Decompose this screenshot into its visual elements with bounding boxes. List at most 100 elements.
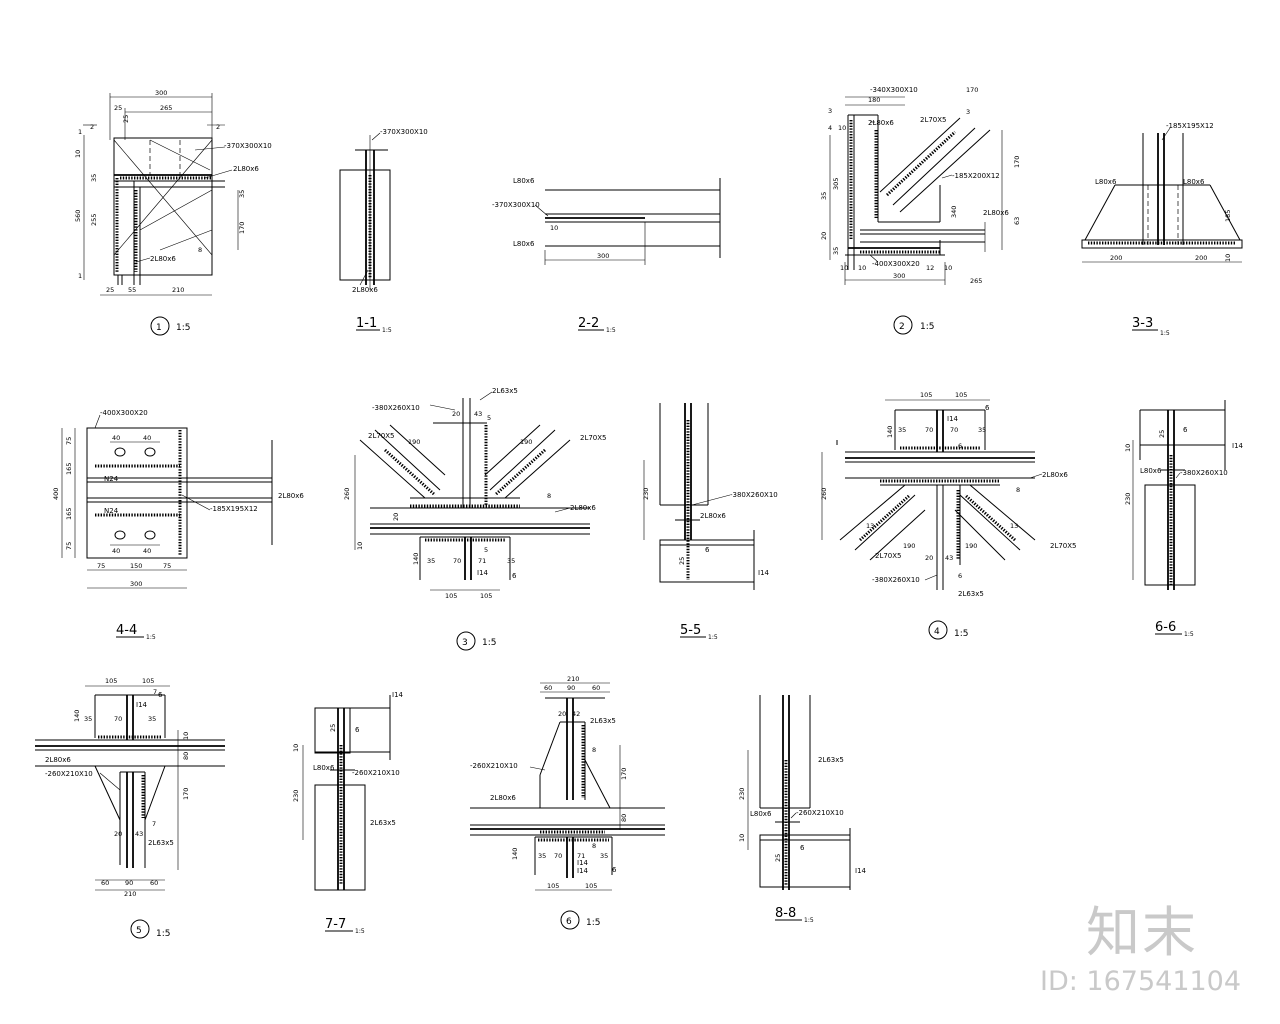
caption-scale: 1:5 [355,928,365,935]
member-label: 6 [612,866,617,874]
dim: 190 [520,438,532,446]
member-label: 2L63x5 [492,387,518,395]
caption-scale: 1:5 [482,638,496,648]
caption-detail-5: 5 1:5 [130,919,170,939]
caption-number: 3-3 [1132,316,1153,331]
dim: 43 [474,410,482,418]
dim: 10 [944,264,952,272]
member-label: 2L80x6 [233,165,259,173]
dim: 300 [893,272,905,280]
dim: 200 [1195,254,1207,262]
dim: 42 [572,710,580,718]
member-label: N24 [104,507,119,515]
dim: 300 [130,580,142,588]
section-5-5: 230 25 -380X260X10 2L80x6 6 I14 [642,403,778,590]
member-label: -260X210X10 [45,770,93,778]
dim: 43 [945,554,953,562]
member-label: I14 [1232,442,1244,450]
dim: 105 [480,592,492,600]
dim: 25 [106,286,114,294]
dim: 140 [412,553,420,565]
member-label: I14 [392,691,404,699]
dim: 10 [182,732,190,740]
dim: 75 [97,562,105,570]
member-label: 2L70X5 [580,434,607,442]
dim: 13 [1010,522,1018,530]
dim: 10 [74,150,82,158]
dim: 170 [238,222,246,234]
dim: 20 [452,410,460,418]
member-label: -185X195X12 [210,505,258,513]
caption-detail-1: 1 1:5 [150,316,190,336]
dim: 55 [128,286,136,294]
dim: 170 [1013,156,1021,168]
dim: 35 [978,426,986,434]
member-label: 6 [512,572,517,580]
member-label: -380X260X10 [1180,469,1228,477]
caption-section-1-1: 1-1 1:5 [356,316,392,334]
member-label: -260X210X10 [470,762,518,770]
member-label: -370X300X10 [380,128,428,136]
member-label: I14 [947,415,959,423]
caption-number: 4 [934,627,940,637]
dim: 10 [858,264,866,272]
dim: 25 [114,104,122,112]
member-label: L80x6 [513,177,535,185]
dim: 1 [78,272,82,280]
member-label: 2L80x6 [352,286,378,294]
dim: 340 [950,206,958,218]
dim: 35 [90,174,98,182]
dim: 8 [1016,486,1020,494]
dim: 10 [356,542,364,550]
caption-section-2-2: 2-2 1:5 [578,316,616,334]
dim: 80 [620,814,628,822]
dim: 400 [52,488,60,500]
section-2-2: 300 10 L80x6 -370X300X10 L80x6 [492,177,721,265]
dim: 40 [112,434,120,442]
dim: 560 [74,210,82,222]
member-label: 2L80x6 [278,492,304,500]
dim: 265 [160,104,172,112]
member-label: 2L80x6 [45,756,71,764]
member-label: 2L80x6 [570,504,596,512]
dim: 10 [1124,444,1132,452]
dim: 105 [142,677,154,685]
dim: 190 [903,542,915,550]
dim: 25 [774,854,782,862]
member-label: 2L63x5 [590,717,616,725]
dim: 265 [970,277,982,285]
dim: 13 [866,522,874,530]
caption-detail-3: 3 1:5 [456,631,496,651]
dim: 40 [143,547,151,555]
member-label: -400X300X20 [872,260,920,268]
section-3-3: 200 200 10 185 -185X195X12 L80x6 L80x6 [1081,122,1243,263]
member-label: 2L70X5 [920,116,947,124]
dim: 180 [868,96,880,104]
member-label: L80x6 [513,240,535,248]
dim: 75 [65,542,73,550]
detail-2: 180 -340X300X10 35 305 20 35 10 3 170 26… [820,86,1021,285]
member-label: -370X300X10 [224,142,272,150]
member-label: I14 [577,867,589,875]
dim: 60 [101,879,109,887]
dim: 35 [84,715,92,723]
caption-scale: 1:5 [156,929,170,939]
dim: 75 [65,437,73,445]
caption-number: 5-5 [680,623,701,638]
caption-scale: 1:5 [176,323,190,333]
caption-scale: 1:5 [606,327,616,334]
member-label: 2L80x6 [490,794,516,802]
caption-number: 6 [566,917,572,927]
member-label: -370X300X10 [492,201,540,209]
dim: 300 [155,89,167,97]
member-label: L80x6 [750,810,772,818]
dim: 35 [538,852,546,860]
detail-5: 105 105 60 90 60 210 140 35 70 35 10 80 … [35,677,225,898]
section-4-4: 75 165 165 75 400 75 150 75 300 40 40 40… [52,409,304,589]
member-label: 2L63x5 [958,590,984,598]
caption-detail-2: 2 1:5 [893,315,934,335]
member-label: L80x6 [1140,467,1162,475]
dim: 10 [292,744,300,752]
dim: 35 [427,557,435,565]
